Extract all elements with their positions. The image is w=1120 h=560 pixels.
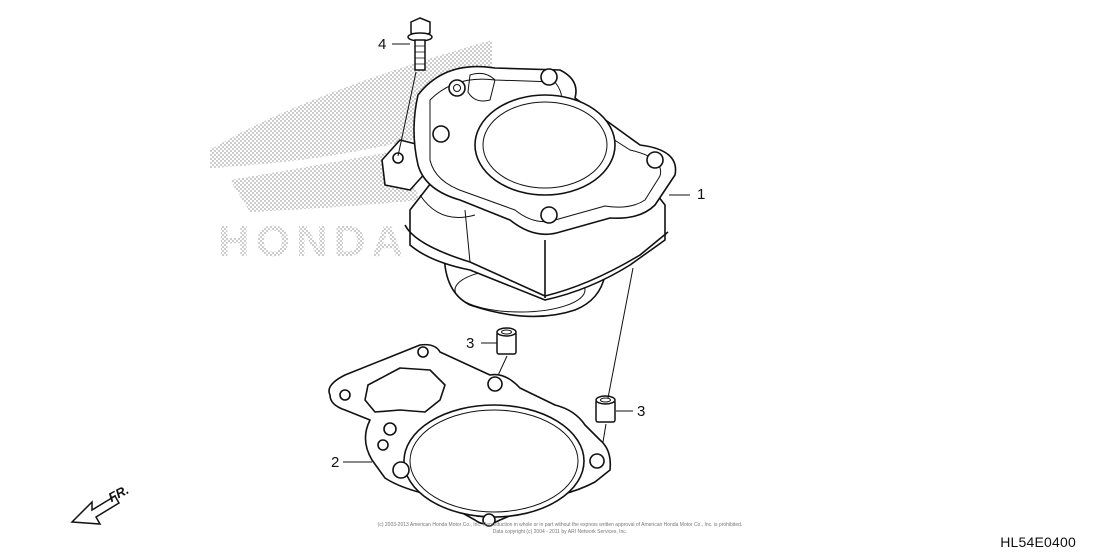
callout-dowel-right: 3 xyxy=(637,403,646,420)
dowel-right-part xyxy=(595,395,616,423)
callout-bolt: 4 xyxy=(378,36,387,53)
copyright-line-2: Data copyright (c) 2004 - 2011 by ARI Ne… xyxy=(492,529,628,535)
front-direction-arrow xyxy=(70,494,121,525)
dowel-left-part xyxy=(496,327,517,355)
callout-gasket: 2 xyxy=(331,454,340,471)
diagram-code: HL54E0400 xyxy=(1000,534,1076,550)
callout-dowel-left: 3 xyxy=(466,335,475,352)
copyright-line-1: (c) 2003-2013 American Honda Motor Co., … xyxy=(377,522,743,528)
callout-cylinder: 1 xyxy=(697,186,706,203)
cylinder-part xyxy=(381,65,677,318)
gasket-part xyxy=(328,343,612,527)
leader-lines xyxy=(343,43,690,463)
honda-watermark-text: HONDA xyxy=(218,217,409,266)
copyright-notice: (c) 2003-2013 American Honda Motor Co., … xyxy=(0,522,1120,536)
bolt-part xyxy=(397,17,433,157)
